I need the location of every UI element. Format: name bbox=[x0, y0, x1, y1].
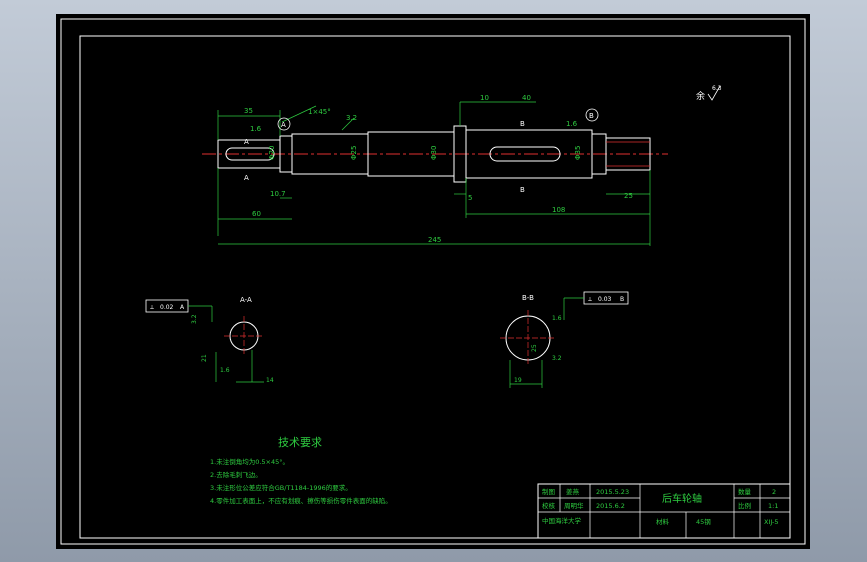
title-block: 制图 姜燕 2015.5.23 校核 周明华 2015.6.2 中国海洋大学 材… bbox=[537, 483, 791, 539]
dimension-lines bbox=[217, 101, 651, 246]
sec-bb-r1: 1.6 bbox=[552, 315, 562, 322]
tech-item-1: 1.未注倒角均为0.5×45°。 bbox=[210, 457, 289, 466]
tb-r2c1: 校核 bbox=[542, 501, 556, 510]
technical-requirements: 技术要求 1.未注倒角均为0.5×45°。 2.去除毛刺飞边。 3.未注形位公差… bbox=[210, 436, 392, 505]
dim-35: 35 bbox=[244, 107, 253, 115]
section-cut-labels: A A B B bbox=[244, 120, 525, 194]
roughness-note: 余 6.3 bbox=[696, 85, 722, 102]
tb-scale-label: 比例 bbox=[738, 501, 751, 510]
dim-245: 245 bbox=[428, 236, 441, 244]
key-right: 19 bbox=[514, 377, 522, 384]
dimension-texts: 35 1.6 1×45° 3.2 10 40 1.6 10.7 60 5 108… bbox=[244, 94, 633, 244]
tb-material: 45钢 bbox=[696, 518, 711, 526]
roughness-top: 6.3 bbox=[712, 85, 722, 92]
tb-qty: 2 bbox=[772, 488, 776, 496]
tb-material-label: 材料 bbox=[656, 517, 670, 526]
tol-datum-right: B bbox=[620, 296, 624, 303]
dim-108: 108 bbox=[552, 206, 565, 214]
dim-10: 10 bbox=[480, 94, 489, 102]
cut-a-top: A bbox=[244, 138, 249, 146]
key-left: 14 bbox=[266, 377, 274, 384]
dim-10-7: 10.7 bbox=[270, 190, 286, 198]
tb-r1c3: 2015.5.23 bbox=[596, 488, 629, 496]
sec-aa-r2: 1.6 bbox=[220, 367, 230, 374]
tb-scale: 1:1 bbox=[768, 502, 778, 510]
roughness-rest: 余 bbox=[696, 90, 705, 102]
sec-aa-title: A-A bbox=[240, 296, 252, 304]
sec-bb-v: 25 bbox=[531, 344, 538, 352]
section-a-a: A-A ⟂ 0.02 A 3.2 21 1.6 14 bbox=[145, 296, 274, 384]
datum-markers: A B bbox=[277, 108, 599, 131]
cut-b-bottom: B bbox=[520, 186, 525, 194]
dim-phi-mid1: Φ25 bbox=[350, 146, 358, 160]
sec-bb-r2: 3.2 bbox=[552, 355, 562, 362]
keyway-left bbox=[225, 147, 275, 161]
tb-qty-label: 数量 bbox=[738, 487, 752, 496]
tol-datum-left: A bbox=[180, 304, 185, 311]
tol-sym-left: ⟂ bbox=[150, 304, 154, 311]
keyway-right bbox=[489, 146, 561, 162]
sec-aa-v: 21 bbox=[201, 354, 208, 362]
tol-value-left: 0.02 bbox=[160, 304, 174, 311]
drawing-canvas[interactable]: 35 1.6 1×45° 3.2 10 40 1.6 10.7 60 5 108… bbox=[56, 14, 810, 549]
tb-r1c2: 姜燕 bbox=[566, 487, 580, 496]
tech-item-2: 2.去除毛刺飞边。 bbox=[210, 470, 262, 479]
sec-aa-r1: 3.2 bbox=[191, 314, 198, 324]
tol-value-right: 0.03 bbox=[598, 296, 612, 303]
dim-5: 5 bbox=[468, 194, 472, 202]
outer-border bbox=[60, 18, 806, 545]
dim-1-6b: 1.6 bbox=[566, 120, 578, 128]
tb-drawing-no: XIJ-5 bbox=[764, 518, 779, 526]
cut-a-bottom: A bbox=[244, 174, 249, 182]
tech-item-3: 3.未注形位公差应符合GB/T1184-1996的要求。 bbox=[210, 483, 352, 492]
section-b-b: B-B ⟂ 0.03 B 1.6 25 3.2 19 bbox=[500, 291, 629, 388]
engineering-drawing: 35 1.6 1×45° 3.2 10 40 1.6 10.7 60 5 108… bbox=[60, 18, 806, 545]
tb-part-name: 后车轮轴 bbox=[662, 492, 702, 505]
dim-3-2: 3.2 bbox=[346, 114, 357, 122]
datum-a-main: A bbox=[281, 121, 286, 129]
tb-r3c1: 中国海洋大学 bbox=[542, 516, 582, 525]
dim-phi-mid2: Φ30 bbox=[430, 146, 438, 160]
dim-phi-collar: Φ35 bbox=[574, 146, 582, 160]
dim-40-top: 40 bbox=[522, 94, 531, 102]
dim-phi-small: Φ20 bbox=[268, 146, 276, 160]
dim-chamfer: 1×45° bbox=[308, 108, 331, 116]
tb-r1c1: 制图 bbox=[542, 487, 555, 496]
tech-title: 技术要求 bbox=[278, 436, 322, 449]
datum-b-main: B bbox=[589, 112, 594, 120]
cut-b-top: B bbox=[520, 120, 525, 128]
inner-border bbox=[79, 35, 791, 539]
sec-bb-title: B-B bbox=[522, 294, 534, 302]
dim-1-6a: 1.6 bbox=[250, 125, 262, 133]
tol-sym-right: ⟂ bbox=[588, 296, 592, 303]
shaft-end-right bbox=[605, 137, 651, 171]
tb-r2c2: 周明华 bbox=[564, 501, 584, 510]
dim-25: 25 bbox=[624, 192, 633, 200]
tb-r2c3: 2015.6.2 bbox=[596, 502, 625, 510]
shaft-main-view bbox=[202, 125, 668, 183]
tech-item-4: 4.零件加工表面上，不应有划痕、擦伤等损伤零件表面的缺陷。 bbox=[210, 496, 392, 505]
dim-60: 60 bbox=[252, 210, 261, 218]
